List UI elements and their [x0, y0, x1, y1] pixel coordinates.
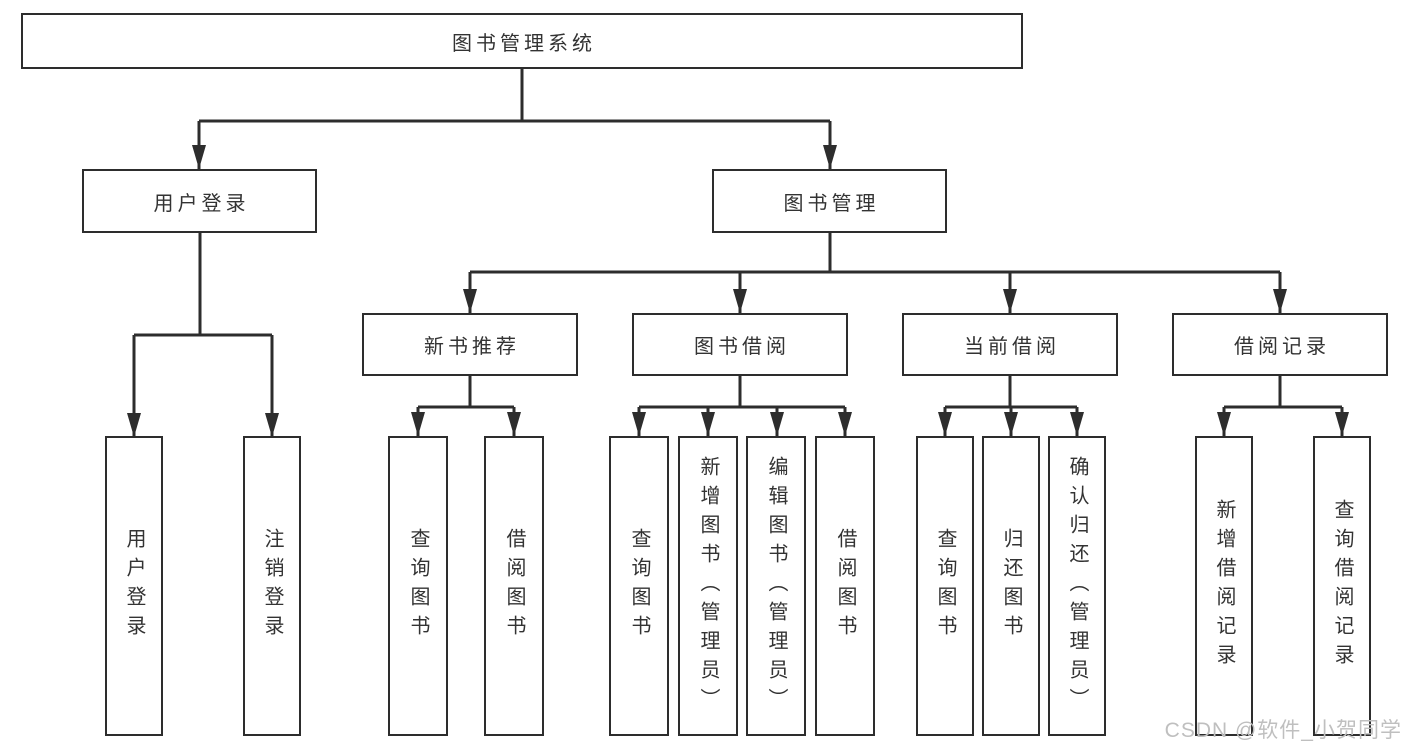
node-user-login: 用户登录: [82, 169, 317, 233]
node-label: 查询借阅记录: [1331, 499, 1353, 673]
connector-segments: [127, 69, 1349, 437]
node-label: 用户登录: [153, 192, 250, 215]
node-label: 用户登录: [123, 528, 145, 644]
node-borrowing-records: 借阅记录: [1172, 313, 1388, 376]
csdn-watermark: CSDN @软件_小贺同学: [1164, 719, 1402, 742]
node-label: 借阅图书: [834, 528, 856, 644]
node-borrow-query-books: 查询图书: [609, 436, 669, 736]
node-label: 查询图书: [628, 528, 650, 644]
node-label: 编辑图书（管理员）: [765, 455, 787, 717]
node-newbooks-query-books: 查询图书: [388, 436, 448, 736]
node-add-borrow-record: 新增借阅记录: [1195, 436, 1253, 736]
node-label: 借阅记录: [1234, 336, 1330, 358]
node-label: 新书推荐: [424, 336, 520, 358]
node-new-book-recommendation: 新书推荐: [362, 313, 578, 376]
node-return-books: 归还图书: [982, 436, 1040, 736]
node-label: 确认归还（管理员）: [1066, 455, 1088, 717]
node-label: 当前借阅: [964, 336, 1060, 358]
node-label: 归还图书: [1000, 528, 1022, 644]
node-edit-book-admin: 编辑图书（管理员）: [746, 436, 806, 736]
node-add-book-admin: 新增图书（管理员）: [678, 436, 738, 736]
node-label: 图书借阅: [694, 336, 790, 358]
node-label: 图书管理: [783, 192, 880, 215]
node-label: 借阅图书: [503, 528, 525, 644]
node-label: 图书管理系统: [452, 32, 596, 55]
node-label: 注销登录: [261, 528, 283, 644]
node-label: 查询图书: [407, 528, 429, 644]
node-borrow-borrow-books: 借阅图书: [815, 436, 875, 736]
node-label: 新增图书（管理员）: [697, 455, 719, 717]
node-library-management-system: 图书管理系统: [21, 13, 1023, 69]
node-user-login-leaf: 用户登录: [105, 436, 163, 736]
node-book-borrowing: 图书借阅: [632, 313, 848, 376]
node-label: 新增借阅记录: [1213, 499, 1235, 673]
node-current-query-books: 查询图书: [916, 436, 974, 736]
node-label: 查询图书: [934, 528, 956, 644]
node-current-borrowing: 当前借阅: [902, 313, 1118, 376]
node-book-management: 图书管理: [712, 169, 947, 233]
node-newbooks-borrow-books: 借阅图书: [484, 436, 544, 736]
node-confirm-return-admin: 确认归还（管理员）: [1048, 436, 1106, 736]
node-query-borrow-record: 查询借阅记录: [1313, 436, 1371, 736]
node-logout: 注销登录: [243, 436, 301, 736]
